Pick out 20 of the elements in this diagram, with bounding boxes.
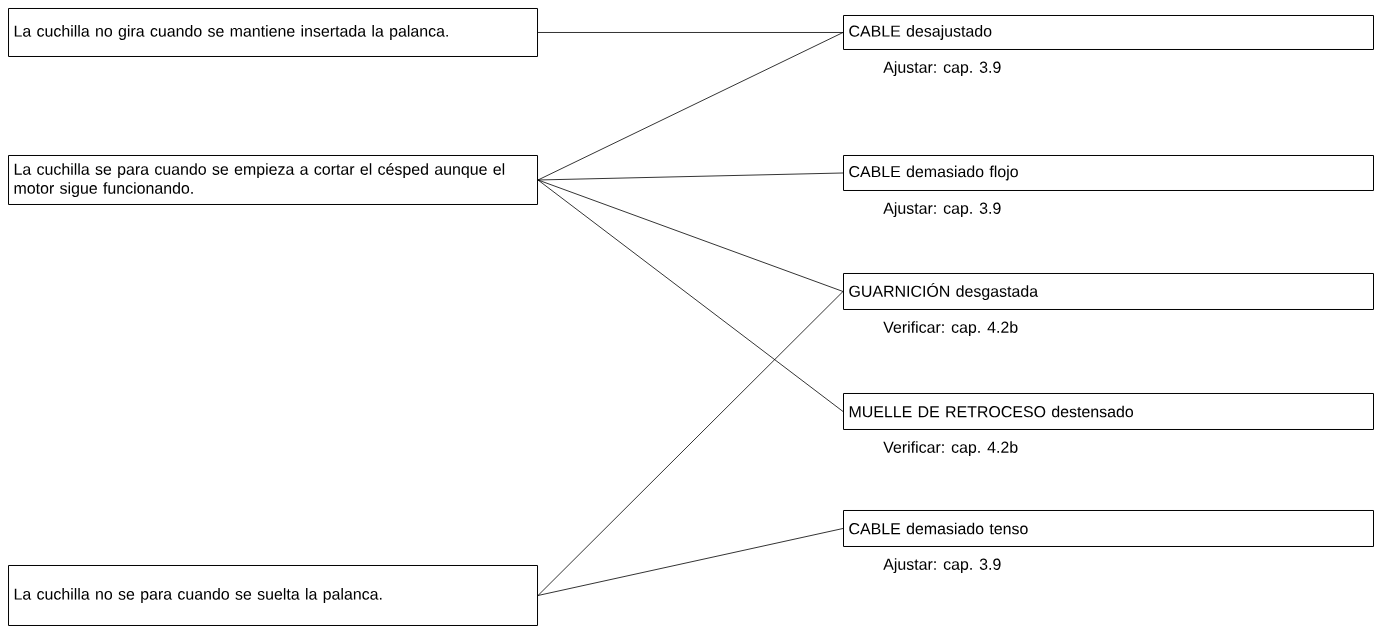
connector-line <box>537 32 844 181</box>
connector-line <box>537 32 844 33</box>
statement-box: La cuchilla se para cuando se empieza a cortar el césped aunque el motor sigue funcionando. <box>8 155 538 205</box>
note-text: Verificar: cap. 4.2b <box>883 321 1018 337</box>
connector-line <box>537 179 844 292</box>
note-text: Ajustar: cap. 3.9 <box>883 202 1001 218</box>
connector-line <box>537 528 844 596</box>
statement-box: CABLE demasiado tenso <box>843 510 1374 547</box>
note-text: Ajustar: cap. 3.9 <box>883 61 1001 77</box>
connector-line <box>537 179 844 412</box>
note-text: Verificar: cap. 4.2b <box>883 441 1018 457</box>
statement-box: CABLE desajustado <box>843 15 1374 50</box>
connector-line <box>537 291 844 596</box>
note-text: Ajustar: cap. 3.9 <box>883 558 1001 574</box>
connector-line <box>537 172 844 181</box>
statement-box: La cuchilla no gira cuando se mantiene insertada la palanca. <box>8 8 538 57</box>
statement-box: CABLE demasiado flojo <box>843 155 1374 191</box>
statement-box: La cuchilla no se para cuando se suelta la palanca. <box>8 565 538 626</box>
statement-box: GUARNICIÓN desgastada <box>843 273 1374 310</box>
statement-box: MUELLE DE RETROCESO destensado <box>843 393 1374 430</box>
